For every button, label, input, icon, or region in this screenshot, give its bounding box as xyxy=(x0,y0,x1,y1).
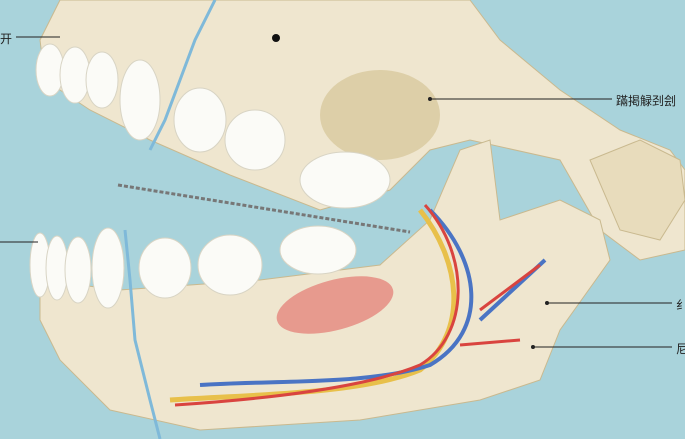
zygomatic-shade xyxy=(320,70,440,160)
lower-teeth xyxy=(29,225,357,309)
artery xyxy=(174,203,541,407)
muscle xyxy=(276,276,394,334)
wire xyxy=(117,183,411,234)
label-upper-right: 蹣掲觮刭刽 xyxy=(616,94,677,108)
condyle xyxy=(589,139,685,241)
foramen-dot xyxy=(272,34,280,42)
label-lower-right-1: 纟 xyxy=(676,298,685,312)
fracture-line-upper xyxy=(148,0,217,151)
upper-teeth xyxy=(35,43,391,209)
label-lower-right-2: 尼 xyxy=(676,342,685,356)
fracture-line-lower xyxy=(123,229,162,439)
label-upper-left: 开 xyxy=(0,32,13,46)
leader-lines xyxy=(0,36,672,348)
